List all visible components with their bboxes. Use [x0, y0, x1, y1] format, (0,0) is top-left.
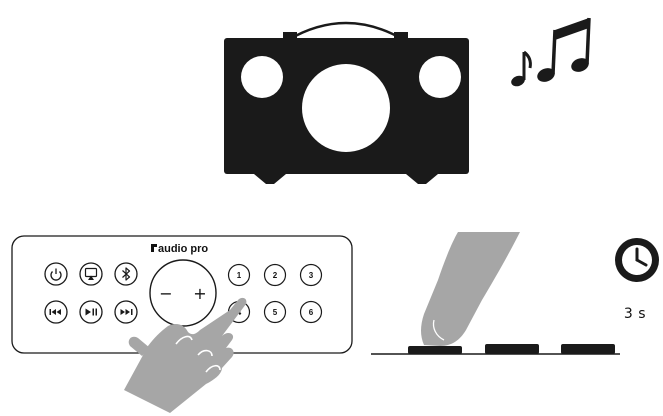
brand-mark-icon	[151, 244, 157, 252]
speaker-tweeter-right	[419, 56, 461, 98]
preset-button-6[interactable]: 6	[299, 300, 323, 324]
preset-label: 1	[237, 271, 242, 280]
bluetooth-button[interactable]	[114, 262, 138, 286]
hold-duration: 3 s	[624, 306, 646, 322]
power-button[interactable]	[44, 262, 68, 286]
speaker-woofer	[302, 64, 390, 152]
next-track-button[interactable]	[114, 300, 138, 324]
brand-logo: audio pro	[151, 243, 208, 255]
volume-dial[interactable]: − +	[149, 259, 217, 327]
preset-label: 2	[273, 271, 278, 280]
preset-button-3[interactable]: 3	[299, 263, 323, 287]
preset-label: 5	[273, 308, 278, 317]
play-pause-button[interactable]	[79, 300, 103, 324]
speaker-tweeter-left	[241, 56, 283, 98]
play-pause-icon	[85, 308, 97, 316]
airplay-icon	[84, 267, 98, 280]
pressing-hand-icon	[124, 297, 247, 413]
pressed-key	[408, 346, 462, 354]
key	[485, 344, 539, 354]
preset-label: 3	[309, 271, 314, 280]
music-notes-icon	[511, 17, 591, 87]
pressing-finger-icon	[421, 232, 520, 346]
power-icon	[50, 268, 62, 281]
press-detail	[371, 232, 620, 355]
next-track-icon	[120, 309, 133, 315]
preset-label: 6	[309, 308, 314, 317]
preset-button-5[interactable]: 5	[263, 300, 287, 324]
clock-icon	[615, 238, 659, 282]
volume-down-label: −	[159, 284, 172, 303]
preset-button-1[interactable]: 1	[227, 263, 251, 287]
volume-up-label: +	[193, 284, 206, 303]
bluetooth-icon	[122, 267, 131, 281]
previous-track-icon	[49, 309, 61, 315]
preset-button-2[interactable]: 2	[263, 263, 287, 287]
previous-track-button[interactable]	[44, 300, 68, 324]
key	[561, 344, 615, 354]
speaker-icon	[224, 21, 469, 184]
brand-name: audio pro	[158, 243, 208, 255]
airplay-button[interactable]	[79, 262, 103, 286]
